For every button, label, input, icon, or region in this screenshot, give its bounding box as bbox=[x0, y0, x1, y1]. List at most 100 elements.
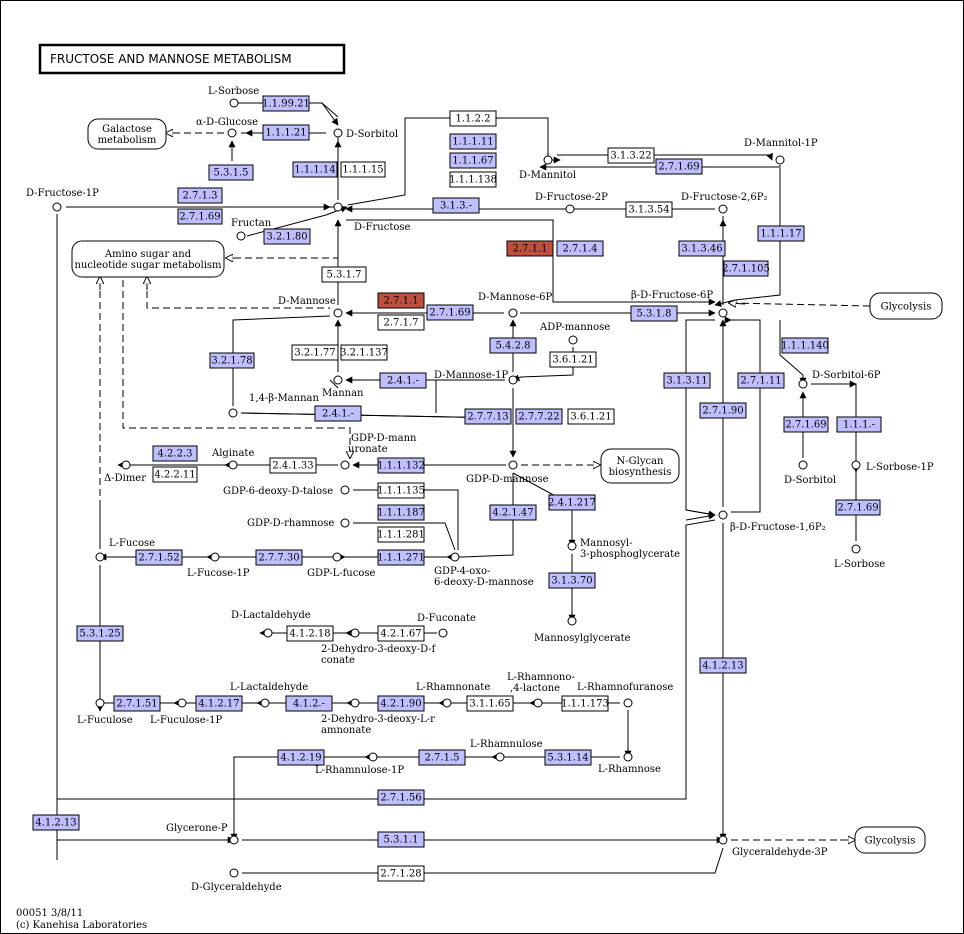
enzyme-box-4-2-1-47[interactable]: 4.2.1.47 bbox=[489, 504, 537, 521]
compound-node-d-mannose-6p[interactable] bbox=[508, 308, 518, 318]
compound-node-l-fuculose-1p[interactable] bbox=[177, 698, 187, 708]
compound-node-gdp-d-rhamnose[interactable] bbox=[340, 518, 350, 528]
compound-node-fructan[interactable] bbox=[236, 231, 246, 241]
enzyme-box-1-1-1-138[interactable]: 1.1.1.138 bbox=[449, 171, 497, 188]
enzyme-box-2-7-7-13[interactable]: 2.7.7.13 bbox=[464, 408, 512, 425]
compound-node-gdp-d-mannuronate[interactable] bbox=[340, 460, 350, 470]
compound-node-gdp-d-mannose[interactable] bbox=[508, 460, 518, 470]
compound-node-l-fucose-1p[interactable] bbox=[210, 552, 220, 562]
enzyme-box-4-1-2-18[interactable]: 4.1.2.18 bbox=[286, 625, 334, 642]
enzyme-box-2-4-1--[interactable]: 2.4.1.- bbox=[379, 372, 427, 389]
compound-node-glyceraldehyde-3p[interactable] bbox=[718, 835, 728, 845]
compound-node-d-fuconate[interactable] bbox=[438, 628, 448, 638]
enzyme-box-4-2-1-67[interactable]: 4.2.1.67 bbox=[377, 625, 425, 642]
enzyme-box-1-1-1-21[interactable]: 1.1.1.21 bbox=[262, 124, 310, 141]
compound-node-d-fructose-1p[interactable] bbox=[52, 202, 62, 212]
enzyme-box-1-1-1-173[interactable]: 1.1.1.173 bbox=[561, 695, 609, 712]
enzyme-box-2-7-1-69[interactable]: 2.7.1.69 bbox=[835, 499, 881, 516]
enzyme-box-2-7-1-69[interactable]: 2.7.1.69 bbox=[783, 416, 829, 433]
enzyme-box-2-4-1-33[interactable]: 2.4.1.33 bbox=[269, 457, 317, 474]
enzyme-box-2-7-1-3[interactable]: 2.7.1.3 bbox=[177, 187, 223, 204]
compound-node-l-fucose[interactable] bbox=[95, 552, 105, 562]
enzyme-box-5-3-1-8[interactable]: 5.3.1.8 bbox=[630, 305, 678, 322]
enzyme-box-5-3-1-5[interactable]: 5.3.1.5 bbox=[208, 164, 254, 181]
compound-node-d-fructose-2p[interactable] bbox=[565, 204, 575, 214]
enzyme-box-4-2-2-11[interactable]: 4.2.2.11 bbox=[152, 466, 198, 483]
compound-node-l-rhamnofuranose[interactable] bbox=[623, 698, 633, 708]
enzyme-box-4-2-1-90[interactable]: 4.2.1.90 bbox=[377, 695, 425, 712]
enzyme-box-2-4-1--[interactable]: 2.4.1.- bbox=[314, 405, 362, 422]
enzyme-box-4-1-2-13[interactable]: 4.1.2.13 bbox=[32, 814, 80, 831]
enzyme-box-3-1-3-46[interactable]: 3.1.3.46 bbox=[678, 240, 726, 257]
enzyme-box-2-7-1-69[interactable]: 2.7.1.69 bbox=[655, 158, 703, 175]
enzyme-box-1-1-2-2[interactable]: 1.1.2.2 bbox=[449, 110, 497, 127]
compound-node-d-fructose[interactable] bbox=[333, 202, 343, 212]
compound-node-alginate[interactable] bbox=[228, 460, 238, 470]
enzyme-box-5-3-1-25[interactable]: 5.3.1.25 bbox=[76, 625, 124, 642]
compound-node-adp-mannose[interactable] bbox=[568, 335, 578, 345]
compound-node-l-rhamnono-lactone[interactable] bbox=[533, 698, 543, 708]
enzyme-box-2-7-1-90[interactable]: 2.7.1.90 bbox=[699, 402, 747, 419]
enzyme-box-2-4-1-217[interactable]: 2.4.1.217 bbox=[548, 494, 596, 511]
enzyme-box-3-1-3--[interactable]: 3.1.3.- bbox=[432, 197, 480, 214]
compound-node-l-lactaldehyde[interactable] bbox=[260, 698, 270, 708]
enzyme-box-1-1-1-67[interactable]: 1.1.1.67 bbox=[449, 152, 497, 169]
enzyme-box-4-2-2-3[interactable]: 4.2.2.3 bbox=[152, 445, 198, 462]
enzyme-box-2-7-1-7[interactable]: 2.7.1.7 bbox=[377, 314, 425, 331]
enzyme-box-3-6-1-21[interactable]: 3.6.1.21 bbox=[549, 351, 597, 368]
compound-node-alpha-d-glucose[interactable] bbox=[227, 128, 237, 138]
enzyme-box-3-2-1-137[interactable]: 3.2.1.137 bbox=[340, 344, 388, 361]
compound-node-l-rhamnose[interactable] bbox=[623, 752, 633, 762]
enzyme-box-5-3-1-7[interactable]: 5.3.1.7 bbox=[321, 266, 367, 283]
compound-node-delta-dimer[interactable] bbox=[121, 460, 131, 470]
enzyme-box-2-7-1-5[interactable]: 2.7.1.5 bbox=[418, 749, 466, 766]
enzyme-box-4-1-2-13[interactable]: 4.1.2.13 bbox=[699, 657, 747, 674]
enzyme-box-1-1-1-14[interactable]: 1.1.1.14 bbox=[292, 161, 338, 178]
compound-node-beta-d-fructose-16p2[interactable] bbox=[718, 510, 728, 520]
compound-node-l-fuculose[interactable] bbox=[95, 698, 105, 708]
enzyme-box-3-2-1-77[interactable]: 3.2.1.77 bbox=[291, 344, 339, 361]
enzyme-box-5-3-1-14[interactable]: 5.3.1.14 bbox=[544, 749, 592, 766]
enzyme-box-2-7-1-105[interactable]: 2.7.1.105 bbox=[722, 260, 770, 277]
enzyme-box-1-1-1-135[interactable]: 1.1.1.135 bbox=[377, 482, 425, 499]
compound-node-d-mannose-1p[interactable] bbox=[508, 375, 518, 385]
enzyme-box-1-1-1-281[interactable]: 1.1.1.281 bbox=[377, 526, 425, 543]
enzyme-box-2-7-1-11[interactable]: 2.7.1.11 bbox=[737, 372, 785, 389]
compound-node-d-mannose[interactable] bbox=[333, 308, 343, 318]
compound-node-l-rhamnulose[interactable] bbox=[495, 752, 505, 762]
compound-node-l-sorbose-b[interactable] bbox=[851, 544, 861, 554]
compound-node-d-glyceraldehyde[interactable] bbox=[229, 868, 239, 878]
enzyme-box-1-1-1-140[interactable]: 1.1.1.140 bbox=[781, 337, 829, 354]
enzyme-box-3-2-1-78[interactable]: 3.2.1.78 bbox=[209, 352, 255, 369]
compound-node-l-rhamnonate[interactable] bbox=[442, 698, 452, 708]
compound-node-beta-mannan[interactable] bbox=[228, 408, 238, 418]
compound-node-gdp-6-deoxy-d-talose[interactable] bbox=[340, 485, 350, 495]
enzyme-box-3-1-3-22[interactable]: 3.1.3.22 bbox=[607, 147, 655, 164]
compound-node-mannosyl-3pg[interactable] bbox=[567, 541, 577, 551]
compound-node-dehydro-fuconate[interactable] bbox=[350, 628, 360, 638]
enzyme-box-1-1-1-187[interactable]: 1.1.1.187 bbox=[377, 504, 425, 521]
enzyme-box-2-7-1-4[interactable]: 2.7.1.4 bbox=[556, 240, 604, 257]
enzyme-box-3-1-3-11[interactable]: 3.1.3.11 bbox=[663, 372, 711, 389]
enzyme-box-3-2-1-80[interactable]: 3.2.1.80 bbox=[263, 228, 311, 245]
enzyme-box-1-1-1-17[interactable]: 1.1.1.17 bbox=[757, 225, 805, 242]
compound-node-d-sorbitol-6p[interactable] bbox=[798, 379, 808, 389]
compound-node-mannosylglycerate[interactable] bbox=[567, 616, 577, 626]
pathway-link-glycolysis-bottom[interactable]: Glycolysis bbox=[854, 826, 926, 854]
enzyme-box-4-1-2-19[interactable]: 4.1.2.19 bbox=[277, 749, 325, 766]
enzyme-box-2-7-1-51[interactable]: 2.7.1.51 bbox=[113, 695, 161, 712]
compound-node-l-rhamnulose-1p[interactable] bbox=[368, 752, 378, 762]
enzyme-box-2-7-1-1[interactable]: 2.7.1.1 bbox=[506, 240, 554, 257]
enzyme-box-1-1-1-11[interactable]: 1.1.1.11 bbox=[449, 133, 497, 150]
enzyme-box-3-1-3-54[interactable]: 3.1.3.54 bbox=[625, 201, 673, 218]
enzyme-box-2-7-1-56[interactable]: 2.7.1.56 bbox=[377, 789, 425, 806]
compound-node-beta-d-fructose-6p[interactable] bbox=[718, 308, 728, 318]
enzyme-box-2-7-7-30[interactable]: 2.7.7.30 bbox=[255, 549, 303, 566]
enzyme-box-1-1-1--[interactable]: 1.1.1.- bbox=[836, 416, 882, 433]
enzyme-box-1-1-1-132[interactable]: 1.1.1.132 bbox=[377, 457, 425, 474]
compound-node-d-mannitol-1p[interactable] bbox=[775, 155, 785, 165]
enzyme-box-5-3-1-1[interactable]: 5.3.1.1 bbox=[377, 831, 425, 848]
